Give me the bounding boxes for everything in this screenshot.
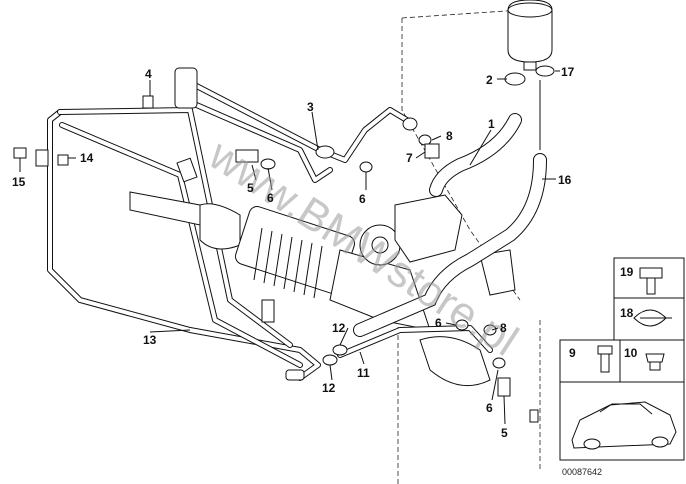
car-icon (571, 401, 677, 449)
callout-15: 15 (12, 175, 26, 189)
rack-ribs (253, 227, 323, 299)
legend-labels: 19 18 9 10 (569, 265, 638, 360)
callout-16: 16 (558, 173, 572, 187)
callout-13: 13 (143, 333, 157, 347)
callout-8b: 8 (500, 321, 507, 335)
callout-17: 17 (561, 65, 575, 79)
legend-grid (559, 257, 685, 461)
fittings (13, 65, 555, 423)
callout-6b: 6 (359, 192, 366, 206)
callout-labels: 4 3 2 17 1 8 7 16 5 6 6 14 15 13 12 12 1… (12, 65, 575, 440)
callout-1: 1 (488, 117, 495, 131)
document-number: 00087642 (562, 467, 602, 477)
callout-8a: 8 (446, 129, 453, 143)
hose-16 (353, 80, 547, 337)
steering-rack (129, 191, 516, 387)
legend-label-19: 19 (620, 265, 634, 279)
legend-label-10: 10 (624, 346, 638, 360)
callout-5b: 5 (501, 426, 508, 440)
callout-12a: 12 (332, 321, 346, 335)
callout-14: 14 (80, 151, 94, 165)
callout-12b: 12 (322, 381, 336, 395)
legend-label-9: 9 (569, 346, 576, 360)
reservoir-tank (507, 0, 553, 71)
hose-1 (429, 113, 522, 197)
callout-5a: 5 (247, 181, 254, 195)
pipe-assembly-3 (174, 67, 418, 183)
callout-4: 4 (145, 67, 152, 81)
callout-3: 3 (307, 100, 314, 114)
callout-7: 7 (406, 151, 413, 165)
callout-6c: 6 (435, 316, 442, 330)
callout-6d: 6 (486, 401, 493, 415)
hose-11 (337, 325, 493, 358)
callout-2: 2 (486, 73, 493, 87)
leader-lines (19, 70, 560, 425)
callout-6a: 6 (267, 191, 274, 205)
callout-11: 11 (357, 366, 370, 380)
legend-label-18: 18 (620, 306, 634, 320)
